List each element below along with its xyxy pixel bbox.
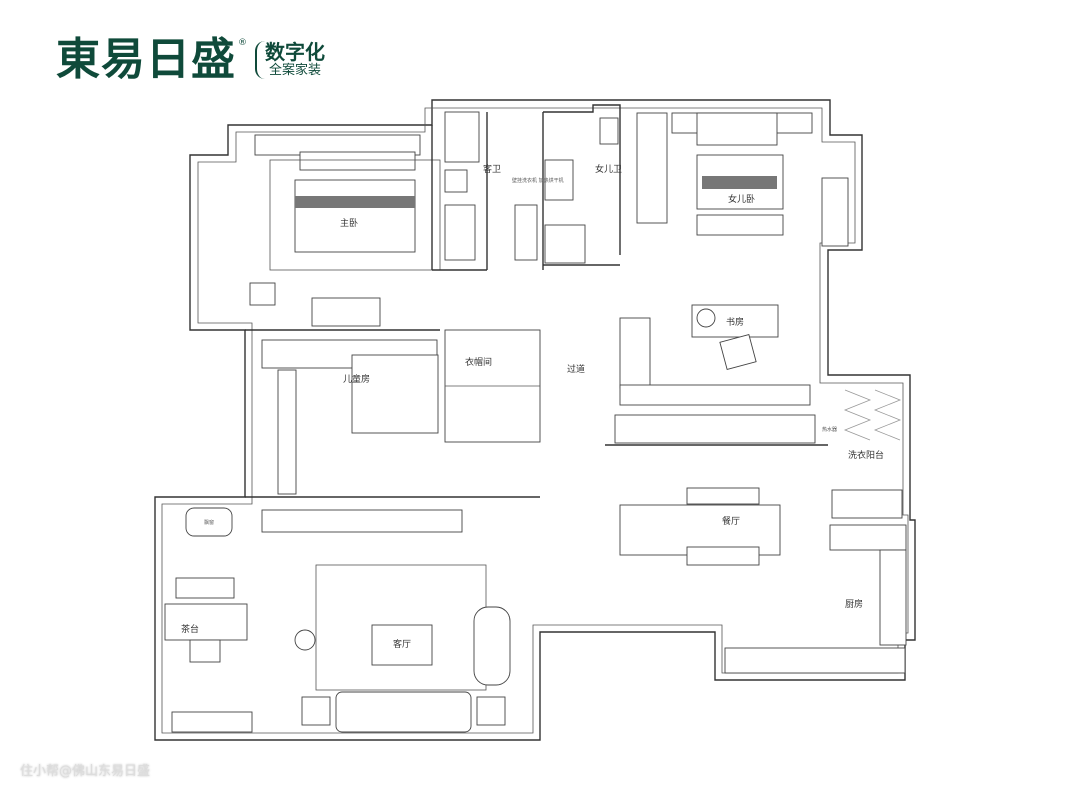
pillows	[696, 112, 778, 146]
toilet	[444, 169, 468, 193]
logo-brand: 東易日盛	[56, 34, 236, 85]
side-stool	[294, 629, 316, 651]
label-kitchen: 厨房	[845, 598, 863, 610]
label-laundry-balcony: 洗衣阳台	[848, 449, 884, 461]
label-guest-bath: 客卫	[483, 163, 501, 175]
master-bed	[294, 179, 416, 253]
label-study: 书房	[726, 316, 744, 328]
bench	[696, 214, 784, 236]
label-corridor: 过道	[567, 363, 585, 375]
sofa	[335, 691, 472, 733]
study-cabinet	[619, 384, 811, 406]
lamp-icon	[696, 308, 716, 328]
logo-tagline-2: 全案家装	[268, 63, 321, 79]
coffee-table	[371, 624, 433, 666]
sink	[444, 204, 476, 261]
label-daughter-bath: 女儿卫	[595, 163, 622, 175]
kitchen-counter	[879, 549, 907, 646]
label-daughter-bedroom: 女儿卧	[728, 193, 755, 205]
daybed	[821, 177, 849, 247]
brand-logo: 東易日盛 ® 数字化 全案家装	[56, 38, 333, 82]
cabinet	[175, 577, 235, 599]
corridor-cabinet	[614, 414, 816, 444]
kids-bed	[351, 354, 439, 434]
chair	[189, 639, 221, 663]
vanity	[544, 159, 574, 201]
chairs	[686, 546, 760, 566]
desk	[311, 297, 381, 327]
tea-table	[164, 603, 248, 641]
chair	[249, 282, 276, 306]
side-table	[476, 696, 506, 726]
label-bay-window: 飘窗	[204, 519, 214, 526]
master-rug	[269, 159, 441, 271]
label-master-bedroom: 主卧	[340, 217, 358, 229]
wardrobe	[636, 112, 668, 224]
label-kids-room: 儿童房	[343, 373, 370, 385]
label-living-room: 客厅	[393, 638, 411, 650]
bed-runner	[702, 176, 777, 189]
side-table	[301, 696, 331, 726]
chair	[719, 334, 757, 370]
washer-cabinet	[514, 204, 538, 261]
label-dining-room: 餐厅	[722, 515, 740, 527]
label-tea-table: 茶台	[181, 623, 199, 635]
tv-cabinet	[261, 509, 463, 533]
bay-window-seat	[185, 507, 233, 537]
wall	[543, 104, 621, 255]
ottoman	[473, 606, 511, 686]
desk	[277, 369, 297, 495]
bookshelf	[619, 317, 651, 389]
watermark: 住小帮@佛山东易日盛	[20, 764, 151, 779]
label-closet: 衣帽间	[465, 356, 492, 368]
drying-rack-icon	[843, 389, 902, 441]
bed-runner	[295, 196, 415, 208]
bathtub	[444, 111, 480, 163]
kitchen-counter	[724, 647, 906, 674]
kitchen-counter	[829, 524, 907, 551]
label-water-heater: 热水器	[822, 426, 837, 433]
cabinet	[171, 711, 253, 733]
toilet	[599, 117, 619, 145]
logo-registered: ®	[238, 38, 247, 48]
chairs	[686, 487, 760, 505]
laundry-counter	[831, 489, 903, 519]
logo-tagline-1: 数字化	[265, 40, 325, 65]
master-pillows	[299, 151, 416, 171]
label-washer-note: 壁挂洗衣机 加热烘干机	[512, 177, 564, 184]
cabinet	[544, 224, 586, 264]
logo-tagline: 数字化 全案家装	[255, 41, 333, 79]
